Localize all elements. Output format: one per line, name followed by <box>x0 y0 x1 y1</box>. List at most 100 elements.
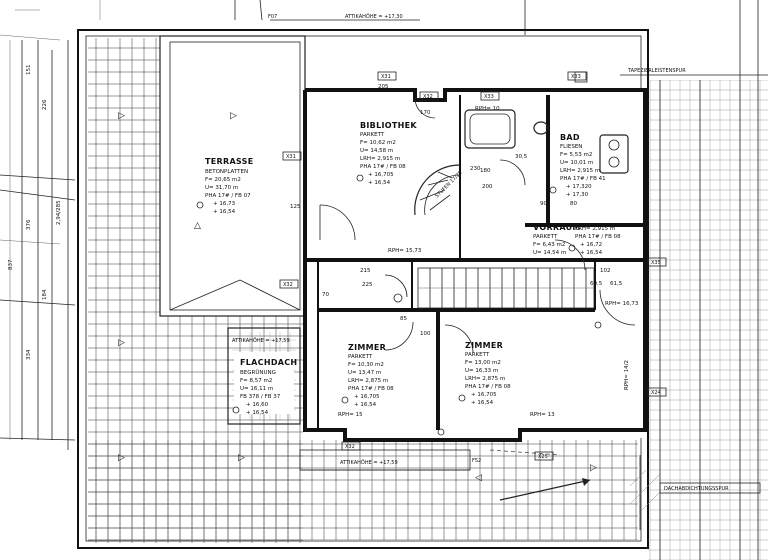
dim-left-f: 2,94/285 <box>56 200 62 225</box>
interior-walls <box>305 95 645 430</box>
room-name: VORRAUM <box>533 223 581 232</box>
svg-text:X33: X33 <box>571 74 581 80</box>
room-flachdach: FLACHDACH BEGRÜNUNG F= 8,57 m2 U= 16,11 … <box>240 358 297 416</box>
window-tag: X25 <box>534 451 554 461</box>
svg-text:U= 10,01 m: U= 10,01 m <box>560 160 593 166</box>
room-name: TERRASSE <box>205 157 253 166</box>
svg-text:X24: X24 <box>651 390 661 396</box>
svg-text:BETONPLATTEN: BETONPLATTEN <box>205 169 248 175</box>
svg-text:F= 5,53 m2: F= 5,53 m2 <box>560 152 592 158</box>
svg-text:LRH= 2,915 m: LRH= 2,915 m <box>560 168 600 174</box>
doors <box>319 97 636 354</box>
level-marker-icon <box>393 293 403 303</box>
arrow-right-icon: ▷ <box>118 111 125 121</box>
arrow-right-icon: ▷ <box>590 463 597 473</box>
arrow-right-icon: ▷ <box>118 338 125 348</box>
svg-text:BEGRÜNUNG: BEGRÜNUNG <box>240 369 276 376</box>
label-f07: F07 <box>268 14 277 20</box>
svg-text:125: 125 <box>290 204 301 210</box>
svg-text:85: 85 <box>400 316 407 322</box>
svg-text:RPH= 13: RPH= 13 <box>530 412 555 418</box>
svg-text:180: 180 <box>480 168 491 174</box>
left-margin-lines <box>0 0 263 450</box>
svg-text:205: 205 <box>378 84 389 90</box>
svg-text:100: 100 <box>420 331 431 337</box>
svg-text:PHA 17# / FB 08: PHA 17# / FB 08 <box>348 386 394 392</box>
room-vorraum: VORRAUM PARKETT F= 6,43 m2 U= 14,54 m LR… <box>533 223 621 256</box>
arrow-left-icon: ◁ <box>475 473 482 483</box>
svg-text:PARKETT: PARKETT <box>360 132 385 138</box>
label-f52: F52 <box>472 458 481 464</box>
window-tag: X32 <box>341 441 361 451</box>
svg-text:FLIESEN: FLIESEN <box>560 144 582 150</box>
svg-text:U= 14,58 m: U= 14,58 m <box>360 148 393 154</box>
svg-text:+ 16,54: + 16,54 <box>213 209 236 215</box>
left-dimensions: 837 151 376 334 226 184 2,94/285 <box>8 65 62 361</box>
svg-text:PARKETT: PARKETT <box>465 352 490 358</box>
svg-text:U= 14,54 m: U= 14,54 m <box>533 250 566 256</box>
room-name: FLACHDACH <box>240 358 297 367</box>
window-tag: X31 <box>282 151 302 161</box>
attika-top: ATTIKAHÖHE = +17,30 <box>345 13 403 20</box>
svg-text:X35: X35 <box>651 260 661 266</box>
room-name: BAD <box>560 133 580 142</box>
svg-text:X31: X31 <box>286 154 296 160</box>
svg-text:80: 80 <box>570 201 577 207</box>
attika-bottom: ATTIKAHÖHE = +17,59 <box>340 459 398 466</box>
label-abdichtung: DACHABDICHTUNGSSPUR <box>664 486 729 492</box>
svg-text:X32: X32 <box>283 282 293 288</box>
arrow-up-icon: △ <box>194 221 201 231</box>
room-zimmer-1: ZIMMER PARKETT F= 10,30 m2 U= 13,47 m LR… <box>348 343 394 408</box>
svg-text:170: 170 <box>420 110 431 116</box>
dim-left-d: 226 <box>42 99 48 110</box>
label-tapezierung: TAPEZIERLEISTENSPUR <box>627 68 686 74</box>
double-sink <box>599 134 629 174</box>
svg-text:225: 225 <box>362 282 373 288</box>
svg-text:U= 16,33 m: U= 16,33 m <box>465 368 498 374</box>
room-name: BIBLIOTHEK <box>360 121 417 130</box>
dim-left-b: 376 <box>26 219 32 230</box>
window-tag: X32 <box>419 91 439 101</box>
svg-text:F= 10,62 m2: F= 10,62 m2 <box>360 140 396 146</box>
svg-text:+ 16,705: + 16,705 <box>354 394 380 400</box>
level-marker-icon <box>196 201 204 209</box>
svg-text:LRH= 2,915 m: LRH= 2,915 m <box>360 156 400 162</box>
svg-text:+ 17,30: + 17,30 <box>566 192 589 198</box>
bathtub <box>464 109 516 149</box>
dim-left-a: 151 <box>26 65 32 76</box>
window-tag: X33 <box>480 91 500 101</box>
room-bibliothek: BIBLIOTHEK PARKETT F= 10,62 m2 U= 14,58 … <box>360 121 417 186</box>
toilet <box>533 121 549 135</box>
level-marker-icon <box>341 396 349 404</box>
svg-text:F= 10,30 m2: F= 10,30 m2 <box>348 362 384 368</box>
svg-text:PHA 17# / FB 07: PHA 17# / FB 07 <box>205 193 251 199</box>
svg-text:+ 16,73: + 16,73 <box>213 201 236 207</box>
window-tag: X35 <box>647 257 667 267</box>
arrow-right-icon: ▷ <box>118 453 125 463</box>
level-marker-icon <box>437 428 445 436</box>
level-marker-icon <box>549 186 557 194</box>
window-tags: X31 X32 X33 X31 X33 X32 X35 X24 X32 X25 <box>279 71 667 461</box>
level-marker-icon <box>356 174 364 182</box>
svg-text:FB 378 / FB 37: FB 378 / FB 37 <box>240 394 281 400</box>
svg-text:102: 102 <box>600 268 611 274</box>
room-name: ZIMMER <box>348 343 386 352</box>
svg-text:61,5: 61,5 <box>610 281 623 287</box>
svg-text:+ 16,54: + 16,54 <box>246 410 269 416</box>
svg-text:X25: X25 <box>538 454 548 460</box>
svg-text:+ 16,54: + 16,54 <box>354 402 377 408</box>
right-hatch-area <box>524 0 768 560</box>
room-zimmer-2: ZIMMER PARKETT F= 13,00 m2 U= 16,33 m LR… <box>465 341 511 406</box>
svg-text:PHA 17# / FB 08: PHA 17# / FB 08 <box>575 234 621 240</box>
svg-text:+ 16,60: + 16,60 <box>246 402 269 408</box>
svg-text:60,5: 60,5 <box>590 281 603 287</box>
interior-dimensions: 205 125 180 215 230 200 30,5 80 90 102 6… <box>290 84 639 418</box>
svg-text:230: 230 <box>470 166 481 172</box>
svg-text:+ 16,705: + 16,705 <box>471 392 497 398</box>
svg-text:PARKETT: PARKETT <box>348 354 373 360</box>
bath-fixtures <box>464 71 629 174</box>
dim-left-c: 334 <box>26 349 32 360</box>
dim-left-e: 184 <box>42 289 48 300</box>
svg-text:LRH= 2,875 m: LRH= 2,875 m <box>465 376 505 382</box>
